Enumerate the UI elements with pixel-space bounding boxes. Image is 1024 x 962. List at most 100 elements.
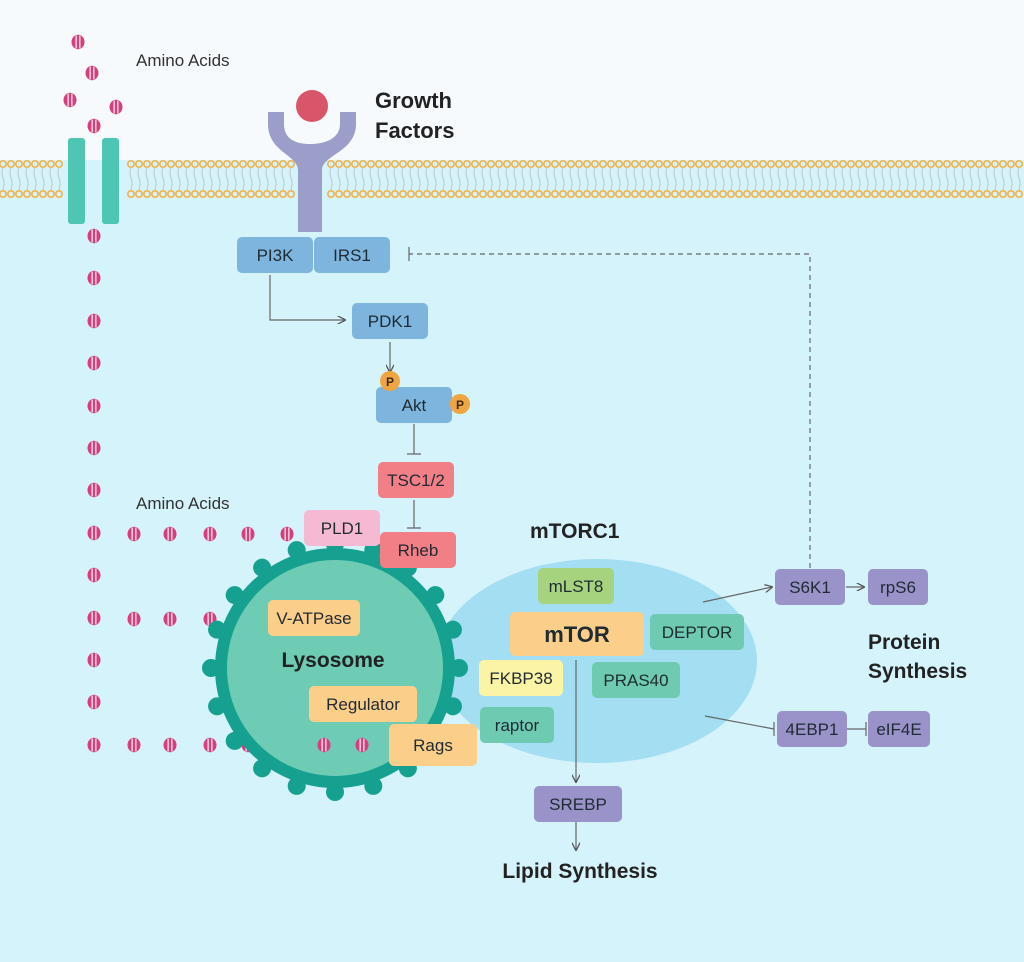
lipid-head-outer bbox=[678, 160, 687, 169]
lipid-head-outer bbox=[550, 160, 559, 169]
lipid-head-outer bbox=[718, 160, 727, 169]
lipid-head-inner bbox=[326, 190, 335, 199]
lipid-tail bbox=[529, 167, 533, 191]
amino-acid-dot bbox=[71, 34, 85, 50]
lipid-head-outer bbox=[526, 160, 535, 169]
lipid-head-inner bbox=[606, 190, 615, 199]
lipid-tail bbox=[337, 167, 341, 191]
lipid-head-outer bbox=[207, 160, 216, 169]
lipid-head-inner bbox=[494, 190, 503, 199]
mlst8-node: mLST8 bbox=[538, 568, 614, 604]
pras40-label: PRAS40 bbox=[603, 671, 668, 690]
lipid-head-inner bbox=[374, 190, 383, 199]
lipid-head-inner bbox=[510, 190, 519, 199]
lipid-head-inner bbox=[358, 190, 367, 199]
lipid-head-inner bbox=[446, 190, 455, 199]
lipid-tail bbox=[41, 167, 45, 191]
lipid-tail bbox=[689, 167, 693, 191]
lipid-tail bbox=[825, 167, 829, 191]
protein-synthesis-label-line2: Synthesis bbox=[868, 660, 967, 683]
lipid-tail bbox=[945, 167, 949, 191]
lipid-head-inner bbox=[974, 190, 983, 199]
amino-acid-dot bbox=[241, 526, 255, 542]
lipid-head-outer bbox=[814, 160, 823, 169]
lipid-tail bbox=[1001, 167, 1005, 191]
lipid-head-inner bbox=[342, 190, 351, 199]
lipid-head-outer bbox=[143, 160, 152, 169]
akt-phospho-1: P bbox=[380, 371, 400, 391]
lipid-head-inner bbox=[0, 190, 7, 198]
lipid-head-outer bbox=[846, 160, 855, 169]
amino-acid-dot bbox=[87, 270, 101, 286]
lipid-tail bbox=[209, 167, 213, 191]
lipid-head-inner bbox=[470, 190, 479, 199]
lipid-head-outer bbox=[30, 160, 39, 169]
lipid-tail bbox=[545, 167, 549, 191]
lipid-head-outer bbox=[670, 160, 679, 169]
lipid-head-outer bbox=[982, 160, 991, 169]
lipid-tail bbox=[537, 167, 541, 191]
lipid-tail bbox=[977, 167, 981, 191]
lipid-head-inner bbox=[894, 190, 903, 199]
phospho-label: P bbox=[456, 398, 464, 412]
lipid-head-inner bbox=[678, 190, 687, 199]
lipid-head-inner bbox=[702, 190, 711, 199]
lipid-tail bbox=[913, 167, 917, 191]
lipid-tail bbox=[649, 167, 653, 191]
akt-node: Akt bbox=[376, 387, 452, 423]
lipid-head-inner bbox=[806, 190, 815, 199]
lipid-tail bbox=[833, 167, 837, 191]
lipid-tail bbox=[937, 167, 941, 191]
lipid-head-inner bbox=[526, 190, 535, 199]
lipid-head-inner bbox=[598, 190, 607, 199]
eif4e-node-box bbox=[868, 711, 930, 747]
lipid-head-inner bbox=[862, 190, 871, 199]
irs1-node-box bbox=[314, 237, 390, 273]
lipid-head-outer bbox=[502, 160, 511, 169]
lipid-head-inner bbox=[438, 190, 447, 199]
lipid-head-outer bbox=[15, 160, 24, 169]
deptor-node: DEPTOR bbox=[650, 614, 744, 650]
deptor-node-box bbox=[650, 614, 744, 650]
amino-acid-dot bbox=[87, 355, 101, 371]
lipid-head-inner bbox=[926, 190, 935, 199]
lipid-head-outer bbox=[710, 160, 719, 169]
lipid-head-outer bbox=[135, 160, 144, 169]
pi3k-node-box bbox=[237, 237, 313, 273]
lipid-tail bbox=[809, 167, 813, 191]
lipid-head-outer bbox=[510, 160, 519, 169]
amino-acid-dot bbox=[87, 525, 101, 541]
lipid-head-inner bbox=[270, 190, 279, 199]
amino-acid-dot bbox=[87, 694, 101, 710]
lipid-head-inner bbox=[430, 190, 439, 199]
lipid-tail bbox=[577, 167, 581, 191]
lipid-head-inner bbox=[750, 190, 759, 199]
lipid-head-inner bbox=[231, 190, 240, 199]
lipid-head-inner bbox=[223, 190, 232, 199]
lipid-tail bbox=[953, 167, 957, 191]
lipid-head-outer bbox=[398, 160, 407, 169]
lipid-tail bbox=[905, 167, 909, 191]
lipid-head-outer bbox=[974, 160, 983, 169]
eif4e-label: eIF4E bbox=[876, 720, 921, 739]
lipid-head-outer bbox=[326, 160, 335, 169]
lipid-head-inner bbox=[790, 190, 799, 199]
lipid-head-inner bbox=[686, 190, 695, 199]
lipid-tail bbox=[425, 167, 429, 191]
lipid-head-outer bbox=[990, 160, 999, 169]
amino-acid-dot bbox=[317, 737, 331, 753]
lipid-head-outer bbox=[534, 160, 543, 169]
lipid-tail bbox=[801, 167, 805, 191]
lipid-head-inner bbox=[742, 190, 751, 199]
lipid-tail bbox=[401, 167, 405, 191]
lipid-tail bbox=[777, 167, 781, 191]
amino-acid-dot bbox=[163, 737, 177, 753]
lipid-head-inner bbox=[15, 190, 24, 199]
raptor-node-box bbox=[480, 707, 554, 743]
raptor-label: raptor bbox=[495, 716, 540, 735]
regulator-node-box bbox=[309, 686, 417, 722]
lipid-head-inner bbox=[390, 190, 399, 199]
growth-factors-label-line2: Factors bbox=[375, 118, 454, 143]
lipid-head-outer bbox=[926, 160, 935, 169]
lipid-tail bbox=[553, 167, 557, 191]
